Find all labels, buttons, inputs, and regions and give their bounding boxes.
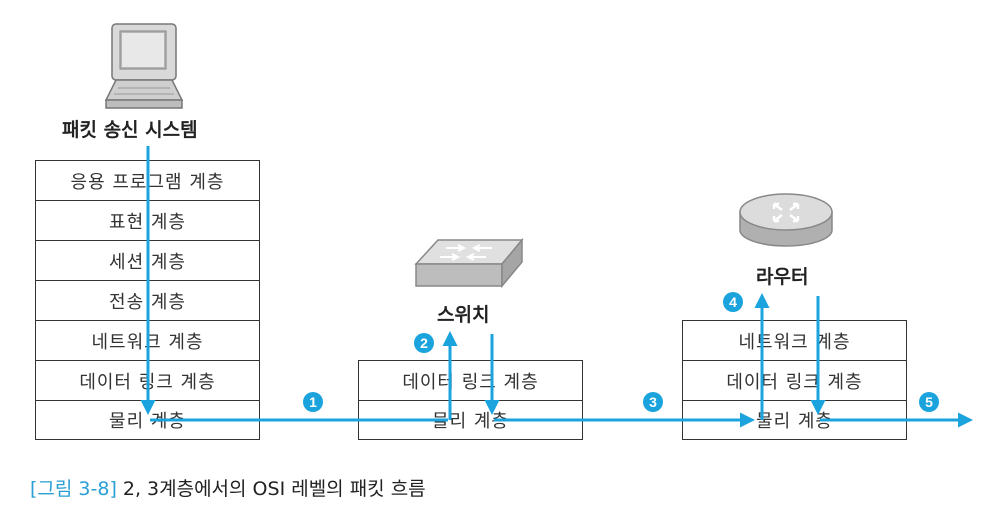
- step-marker-5: 5: [919, 392, 939, 412]
- switch-layer-datalink: 데이터 링크 계층: [359, 361, 582, 401]
- step-marker-4: 4: [723, 292, 743, 312]
- step-marker-1: 1: [303, 392, 323, 412]
- step-marker-2: 2: [414, 333, 434, 353]
- router-layer-network: 네트워크 계층: [683, 321, 906, 361]
- computer-icon: [104, 23, 184, 109]
- sender-label: 패킷 송신 시스템: [62, 119, 198, 141]
- step-number: 3: [649, 394, 657, 410]
- step-marker-3: 3: [643, 392, 663, 412]
- step-number: 5: [925, 394, 933, 410]
- router-layer-datalink: 데이터 링크 계층: [683, 361, 906, 401]
- figure-caption: [그림 3-8]2, 3계층에서의 OSI 레벨의 패킷 흐름: [30, 474, 426, 501]
- router-icon: [739, 193, 833, 247]
- step-number: 1: [309, 394, 317, 410]
- step-number: 4: [729, 294, 737, 310]
- sender-layer-physical: 물리 계층: [109, 411, 186, 432]
- router-label: 라우터: [756, 266, 809, 288]
- switch-label: 스위치: [437, 304, 490, 326]
- switch-icon: [414, 237, 524, 289]
- step-number: 2: [420, 335, 428, 351]
- figure-number: [그림 3-8]: [30, 478, 117, 500]
- figure-title: 2, 3계층에서의 OSI 레벨의 패킷 흐름: [122, 478, 426, 500]
- router-layer-physical: 물리 계층: [756, 411, 833, 432]
